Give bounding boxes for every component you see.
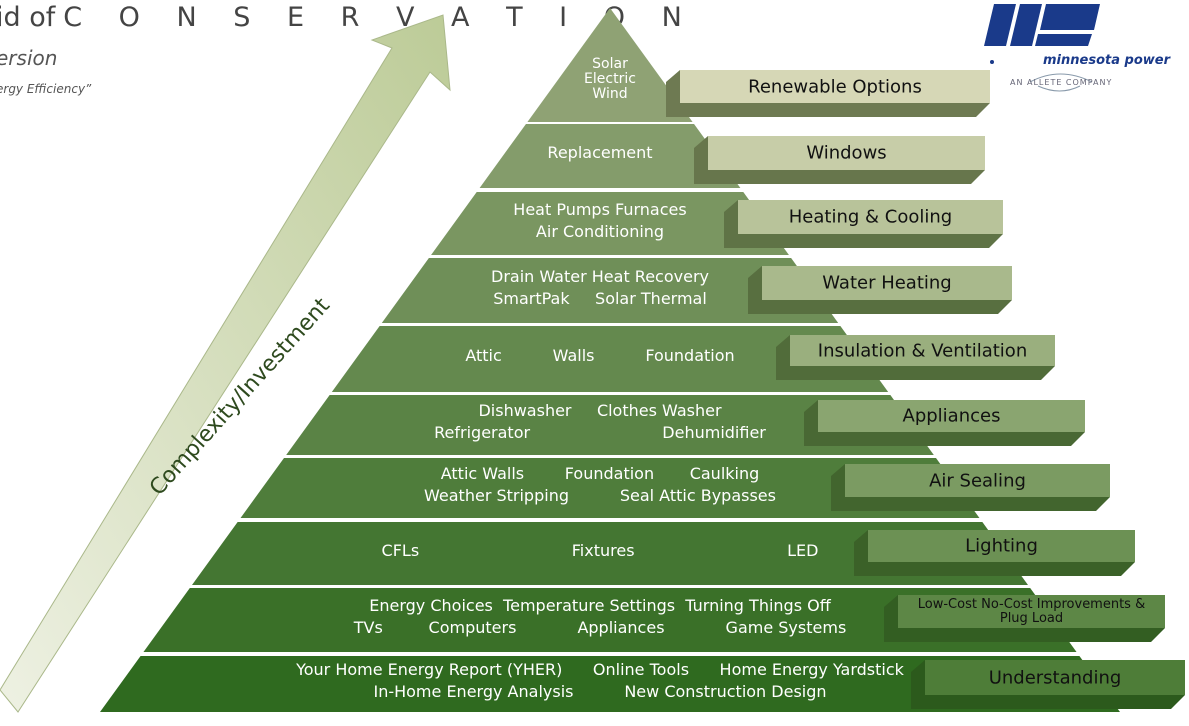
label-box [868, 530, 1135, 562]
logo-name: minnesota power [1043, 53, 1170, 68]
tier-label: Understanding [988, 667, 1122, 688]
label-box [845, 464, 1110, 497]
pyramid-tier [381, 258, 839, 323]
title-word: C O N S E R V A T I O N [63, 2, 696, 33]
tier-item-text: Air Conditioning [535, 221, 665, 241]
tier-item-text: Replacement [547, 143, 653, 162]
tier-item-text: Energy Choices Temperature Settings Turn… [369, 596, 831, 615]
pyramid-tier [479, 124, 741, 188]
pyramid-tier [527, 8, 693, 122]
label-box-shadow [831, 464, 1110, 511]
tier-label: Windows [806, 142, 887, 164]
page-quote: ergy Efficiency” [0, 82, 92, 96]
tier-item-text: Solar [592, 55, 628, 72]
tier-item-text: SmartPak Solar Thermal [493, 288, 707, 308]
tier-label: Lighting [965, 535, 1038, 557]
label-box [925, 660, 1185, 695]
label-box-shadow [776, 335, 1055, 380]
tier-label: Insulation & Ventilation [817, 340, 1028, 361]
label-box [762, 266, 1012, 300]
label-box [680, 70, 990, 103]
pyramid-tier [240, 458, 980, 518]
tier-item-text: Attic Walls Foundation [465, 346, 735, 365]
tier-item-text: Your Home Energy Report (YHER) Online To… [296, 660, 904, 679]
tier-label: Heating & Cooling [788, 206, 953, 228]
label-box-shadow [884, 595, 1165, 642]
label-box [818, 400, 1085, 432]
label-box-shadow [748, 266, 1012, 314]
pyramid-tier [100, 656, 1120, 712]
tier-label: Low-Cost No-Cost Improvements & Plug Loa… [917, 596, 1146, 626]
tier-item-text: Wind [592, 85, 628, 102]
tier-label: Appliances [902, 405, 1001, 427]
tier-item-text: Heat Pumps Furnaces [513, 199, 687, 219]
label-box-shadow [666, 70, 990, 117]
pyramid-tier [143, 588, 1077, 652]
tier-label: Renewable Options [748, 76, 922, 97]
label-box [898, 595, 1165, 628]
title-prefix: id of [0, 2, 56, 33]
tier-label: Water Heating [822, 272, 952, 294]
label-box [708, 136, 985, 170]
label-box [738, 200, 1003, 234]
label-box-shadow [724, 200, 1003, 248]
logo-tagline: AN ALLETE COMPANY [1010, 78, 1113, 87]
tier-item-text: TVs Computers Appliances Game Systems [353, 618, 847, 637]
label-box-shadow [911, 660, 1185, 709]
label-box [790, 335, 1055, 366]
tier-item-text: Refrigerator Dehumidifier [434, 423, 766, 442]
minnesota-power-logo-icon [984, 4, 1100, 92]
pyramid-tier [286, 395, 934, 455]
tier-item-text: Attic Walls Foundation Caulking [440, 464, 760, 483]
label-box-shadow [854, 530, 1135, 576]
tier-item-text: Electric [584, 70, 636, 87]
label-box-shadow [804, 400, 1085, 446]
pyramid-tier [192, 522, 1028, 585]
tier-label: Air Sealing [929, 470, 1026, 491]
label-box-shadow [694, 136, 985, 184]
pyramid-tier [431, 192, 789, 255]
page-subtitle: ersion [0, 46, 58, 70]
tier-item-text: In-Home Energy Analysis New Construction… [373, 682, 827, 701]
tier-item-text: Dishwasher Clothes Washer [478, 401, 722, 420]
complexity-arrow [0, 14, 451, 713]
tier-item-text: Drain Water Heat Recovery [491, 266, 709, 286]
tier-item-text: Weather Stripping Seal Attic Bypasses [424, 486, 776, 505]
pyramid-tier [331, 326, 889, 392]
tier-item-text: CFLs Fixtures LED [381, 540, 819, 560]
